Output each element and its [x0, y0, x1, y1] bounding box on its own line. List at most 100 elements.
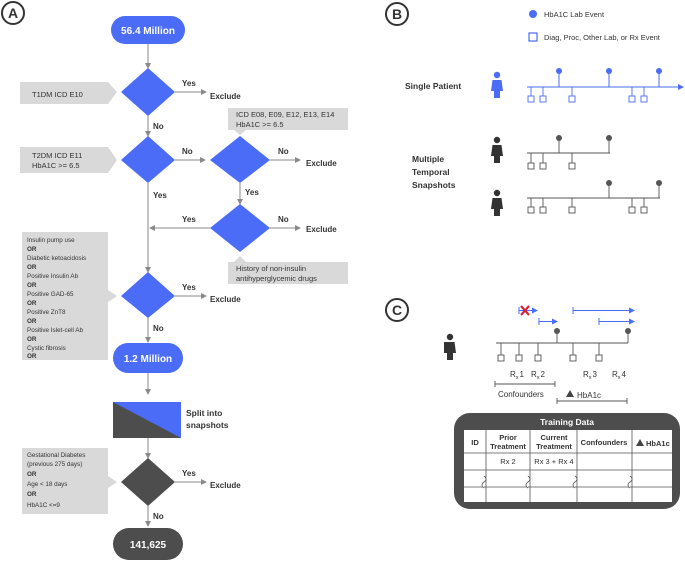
person-icon-blue — [491, 71, 503, 98]
svg-text:OR: OR — [27, 300, 37, 307]
no-label-5: No — [153, 324, 164, 333]
no-label-6: No — [153, 512, 164, 521]
svg-text:Age < 18 days: Age < 18 days — [27, 481, 67, 488]
exclude-label-6: Exclude — [210, 481, 241, 490]
start-count-node — [111, 16, 185, 44]
multiple-label-line-3: Snapshots — [412, 180, 456, 190]
exclude-label-5: Exclude — [210, 295, 241, 304]
no-label-1: No — [153, 122, 164, 131]
svg-text:OR: OR — [27, 336, 37, 343]
training-data-title: Training Data — [540, 417, 594, 427]
svg-text:Gestational Diabetes: Gestational Diabetes — [27, 452, 85, 459]
flow-connectors — [145, 44, 301, 527]
exclusions-criteria-list: Insulin pump use OR Diabetic ketoacidosi… — [27, 237, 86, 360]
panel-b-letter: B — [385, 2, 409, 26]
end-count-node — [113, 528, 183, 560]
person-icon-dark-1 — [491, 136, 503, 163]
table-header-hba1c-icon — [636, 439, 644, 446]
decision-gestational — [121, 458, 175, 506]
svg-text:OR: OR — [27, 246, 37, 253]
gestational-criteria-box — [22, 448, 117, 514]
svg-text:OR: OR — [27, 353, 37, 360]
panel-c-letter: C — [385, 298, 409, 322]
legend-lab-label: HbA1C Lab Event — [544, 10, 605, 19]
yes-label-4: Yes — [182, 215, 196, 224]
hba1c-label: HbA1c — [577, 391, 601, 400]
table-header-current-line-1: Current — [540, 433, 568, 442]
panel-c: C — [385, 298, 680, 509]
end-count-label: 141,625 — [130, 540, 167, 551]
svg-text:OR: OR — [27, 318, 37, 325]
panel-a-letter: A — [1, 1, 25, 25]
patient-c-timeline — [496, 328, 631, 362]
history-criteria-box — [228, 256, 348, 284]
icd-criteria-line-1: ICD E08, E09, E12, E13, E14 — [236, 110, 334, 119]
svg-text:B: B — [392, 6, 402, 22]
cancel-x-icon — [520, 305, 530, 316]
no-label-3: No — [278, 147, 289, 156]
t2dm-criteria-line-2: HbA1C >= 6.5 — [32, 161, 80, 170]
split-label-line-2: snapshots — [186, 420, 229, 430]
single-patient-label: Single Patient — [405, 81, 461, 91]
svg-text:HbA1C <=9: HbA1C <=9 — [27, 502, 60, 509]
legend-event-label: Diag, Proc, Other Lab, or Rx Event — [544, 33, 661, 42]
rx-labels: Rx1 Rx2 Rx3 Rx4 — [510, 370, 627, 381]
svg-text:(previous 275 days): (previous 275 days) — [27, 461, 82, 468]
t2dm-criteria-box — [20, 147, 117, 173]
table-continuation-marks — [481, 475, 633, 489]
svg-text:OR: OR — [27, 282, 37, 289]
confounders-bracket — [494, 381, 628, 404]
svg-text:C: C — [392, 302, 402, 318]
decision-other-icd — [210, 136, 270, 183]
row1-current: Rx 3 + Rx 4 — [534, 457, 573, 466]
decision-t1dm — [121, 68, 175, 116]
svg-text:OR: OR — [27, 471, 37, 478]
training-data-table: Training Data ID Prior Treatment Current… — [454, 413, 680, 509]
history-criteria-line-2: antihyperglycemic drugs — [236, 274, 317, 283]
interval-markers — [518, 307, 635, 325]
yes-label-3: Yes — [245, 188, 259, 197]
icd-criteria-line-2: HbA1C >= 6.5 — [236, 120, 284, 129]
svg-text:Positive Islet-cell Ab: Positive Islet-cell Ab — [27, 327, 83, 334]
svg-text:A: A — [8, 5, 18, 21]
snapshot-timeline-2 — [527, 180, 662, 214]
table-header-current-line-2: Treatment — [536, 442, 572, 451]
no-label-2: No — [182, 147, 193, 156]
legend-event-square-icon — [528, 32, 538, 42]
svg-text:OR: OR — [27, 491, 37, 498]
panel-a: A 56.4 Million T1DM ICD E10 — [1, 1, 348, 560]
exclude-label-3: Exclude — [306, 159, 337, 168]
confounders-label: Confounders — [498, 390, 544, 399]
history-criteria-line-1: History of non-insulin — [236, 264, 306, 273]
panel-b: B HbA1C Lab Event Diag, Proc, Other Lab,… — [385, 2, 684, 216]
start-count-label: 56.4 Million — [121, 26, 175, 37]
split-label-line-1: Split into — [186, 408, 222, 418]
exclude-label-1: Exclude — [210, 92, 241, 101]
yes-label-5: Yes — [182, 283, 196, 292]
svg-text:Diabetic ketoacidosis: Diabetic ketoacidosis — [27, 255, 86, 262]
yes-label-6: Yes — [182, 469, 196, 478]
rx-label-4: Rx4 — [612, 370, 627, 381]
table-header-hba1c: HbA1c — [646, 439, 670, 448]
single-patient-timeline — [527, 68, 684, 103]
table-header-confounders: Confounders — [581, 438, 628, 447]
person-icon-dark-2 — [491, 189, 503, 216]
multiple-label-line-1: Multiple — [412, 154, 444, 164]
svg-text:Positive Insulin Ab: Positive Insulin Ab — [27, 273, 79, 280]
t1dm-criteria-label: T1DM ICD E10 — [32, 90, 83, 99]
rx-label-1: Rx1 — [510, 370, 525, 381]
mid-count-node — [113, 343, 183, 373]
gestational-criteria-list: Gestational Diabetes (previous 275 days)… — [27, 452, 85, 509]
table-header-id: ID — [471, 438, 479, 447]
decision-t2dm — [121, 136, 175, 183]
decision-history — [210, 204, 270, 252]
table-header-prior-line-2: Treatment — [490, 442, 526, 451]
mid-count-label: 1.2 Million — [124, 354, 172, 365]
person-icon-dark-3 — [444, 333, 456, 360]
hba1c-triangle-icon — [566, 390, 574, 397]
icd-criteria-box — [228, 108, 348, 135]
rx-label-3: Rx3 — [583, 370, 598, 381]
yes-label-1: Yes — [182, 79, 196, 88]
svg-text:Positive GAD-65: Positive GAD-65 — [27, 291, 74, 298]
snapshot-timeline-1 — [527, 135, 612, 170]
